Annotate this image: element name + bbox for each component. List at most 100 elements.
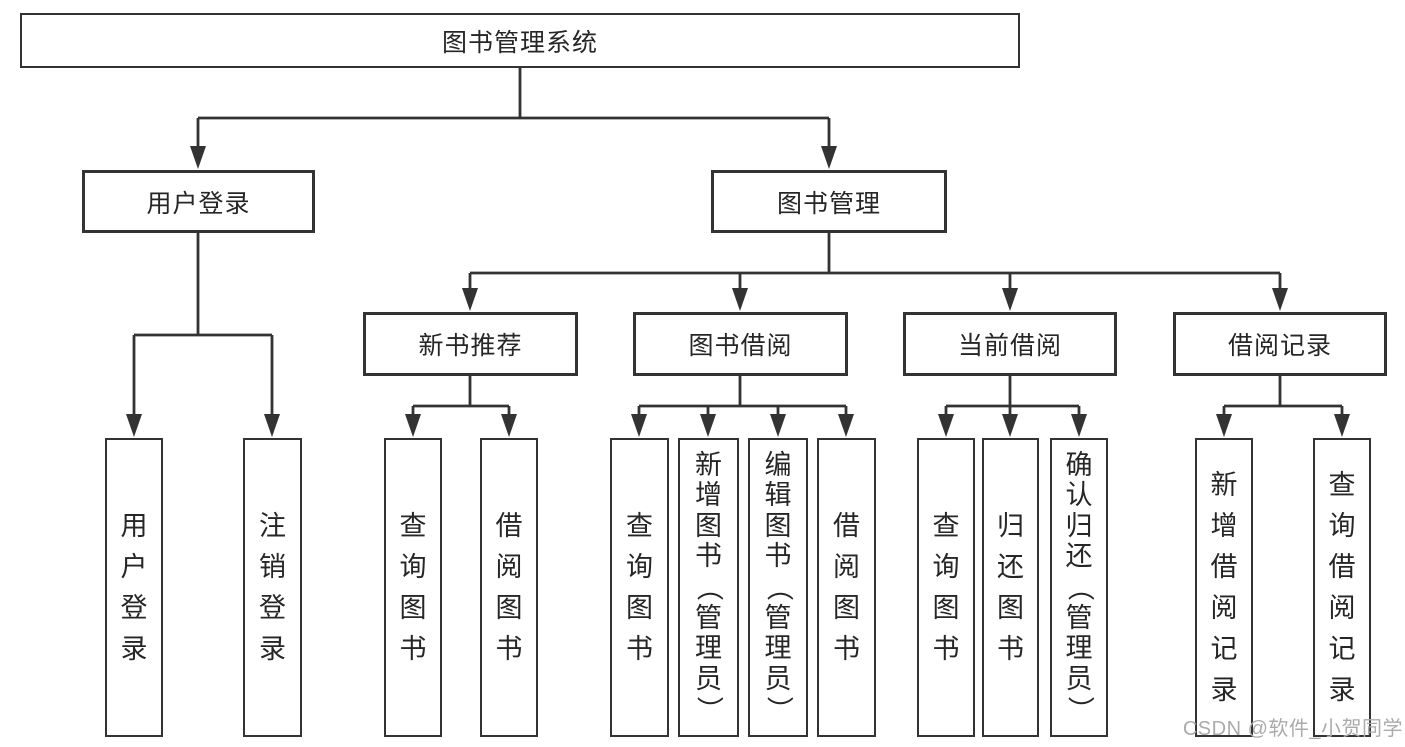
leaf-label-char: 书	[495, 633, 523, 664]
arrowhead-icon	[1216, 414, 1232, 437]
arrowhead-icon	[770, 414, 786, 437]
node-book-borrowing: 图书借阅	[633, 312, 848, 376]
leaf-label-char: （	[763, 574, 794, 601]
leaf-label-char: 图	[399, 592, 427, 623]
arrowhead-icon	[631, 414, 647, 437]
leaf-label-char: 询	[932, 551, 960, 582]
node-borrowing-records: 借阅记录	[1173, 312, 1387, 376]
leaf-label-char: 询	[399, 551, 427, 582]
leaf-label-char: 理	[695, 633, 722, 664]
leaf-label-char: 阅	[833, 551, 860, 582]
leaf-label-char: 辑	[764, 480, 792, 511]
node-user-login-branch: 用户登录	[82, 170, 315, 233]
leaf-label-char: 图	[932, 592, 960, 623]
arrowhead-icon	[700, 414, 716, 437]
leaf-label-char: 登	[120, 592, 148, 623]
csdn-watermark: CSDN @软件_小贺同学	[1182, 718, 1403, 740]
leaf-query-books-borrowing: 查询图书	[610, 438, 669, 737]
leaf-label-char: 图	[764, 510, 792, 541]
leaf-label-char: 图	[695, 510, 722, 541]
node-new-book-recommend: 新书推荐	[363, 312, 578, 376]
arrowhead-icon	[1002, 288, 1018, 311]
leaf-borrow-book-recommend: 借阅图书	[480, 438, 538, 737]
leaf-label-char: 录	[259, 633, 286, 664]
leaf-label-char: 借	[1328, 551, 1356, 582]
leaf-query-books-current: 查询图书	[917, 438, 975, 737]
leaf-label-char: 还	[1065, 541, 1093, 572]
leaf-label-char: 理	[1065, 633, 1093, 664]
leaf-label-char: 查	[399, 510, 427, 541]
leaf-label-char: 管	[1065, 602, 1093, 633]
leaf-label-char: 归	[1065, 510, 1093, 541]
leaf-label-char: 新	[1210, 469, 1238, 500]
leaf-return-book: 归还图书	[982, 438, 1039, 737]
leaf-label-char: 书	[695, 541, 722, 572]
leaf-label-char: 录	[1210, 674, 1238, 705]
leaf-label-char: 户	[120, 551, 148, 582]
leaf-label-char: 借	[495, 510, 523, 541]
leaf-label-char: 增	[1210, 510, 1238, 541]
leaf-label-char: 管	[695, 602, 722, 633]
leaf-label-char: 查	[1328, 469, 1356, 500]
leaf-logout: 注销登录	[243, 438, 302, 737]
leaf-label-char: 书	[932, 633, 960, 664]
leaf-label-char: 注	[259, 510, 286, 541]
leaf-add-book-admin: 新增图书（管理员）	[678, 438, 739, 737]
leaf-label-char: 记	[1328, 633, 1356, 664]
leaf-label-char: （	[1064, 574, 1095, 601]
leaf-label-char: 书	[764, 541, 792, 572]
leaf-label-char: 查	[932, 510, 960, 541]
leaf-label-char: 图	[626, 592, 653, 623]
arrowhead-icon	[732, 288, 748, 311]
leaf-add-borrow-record: 新增借阅记录	[1195, 438, 1253, 737]
leaf-label-char: 员	[1065, 663, 1093, 694]
leaf-label-char: （	[694, 574, 724, 601]
leaf-label-char: 借	[1210, 551, 1238, 582]
leaf-label-char: 阅	[495, 551, 523, 582]
leaf-label-char: 编	[764, 449, 792, 480]
leaf-label-char: ）	[763, 696, 794, 724]
leaf-label-char: 员	[695, 663, 722, 694]
leaf-label-char: 管	[764, 602, 792, 633]
leaf-label-char: 图	[997, 592, 1024, 623]
leaf-label-char: 销	[259, 551, 286, 582]
leaf-label-char: 书	[997, 633, 1024, 664]
leaf-label-char: 录	[120, 633, 148, 664]
leaf-query-books-recommend: 查询图书	[384, 438, 442, 737]
leaf-label-char: 阅	[1210, 592, 1238, 623]
leaf-query-borrow-record: 查询借阅记录	[1313, 438, 1371, 737]
leaf-label-char: 认	[1065, 480, 1093, 511]
node-book-management-branch: 图书管理	[711, 170, 947, 233]
arrowhead-icon	[1002, 414, 1018, 437]
arrowhead-icon	[501, 414, 517, 437]
leaf-label-char: 用	[120, 510, 148, 541]
leaf-label-char: 登	[259, 592, 286, 623]
leaf-label-char: 询	[1328, 510, 1356, 541]
node-current-borrowing: 当前借阅	[903, 312, 1117, 376]
leaf-label-char: 查	[626, 510, 653, 541]
leaf-label-char: 借	[833, 510, 860, 541]
arrowhead-icon	[405, 414, 421, 437]
leaf-label-char: ）	[694, 696, 724, 724]
node-system-root: 图书管理系统	[20, 13, 1020, 68]
leaf-label-char: 增	[695, 480, 722, 511]
leaf-label-char: 新	[695, 449, 722, 480]
leaf-label-char: 图	[833, 592, 860, 623]
leaf-label-char: 还	[997, 551, 1024, 582]
leaf-label-char: 阅	[1328, 592, 1356, 623]
leaf-label-char: 记	[1210, 633, 1238, 664]
arrowhead-icon	[462, 288, 478, 311]
leaf-label-char: 录	[1328, 674, 1356, 705]
leaf-label-char: 书	[833, 633, 860, 664]
arrowhead-icon	[838, 414, 854, 437]
leaf-label-char: 书	[626, 633, 653, 664]
arrowhead-icon	[126, 414, 142, 437]
leaf-edit-book-admin: 编辑图书（管理员）	[748, 438, 808, 737]
arrowhead-icon	[1334, 414, 1350, 437]
arrowhead-icon	[821, 146, 837, 169]
leaf-borrow-book: 借阅图书	[817, 438, 876, 737]
leaf-label-char: 书	[399, 633, 427, 664]
leaf-user-login: 用户登录	[105, 438, 163, 737]
